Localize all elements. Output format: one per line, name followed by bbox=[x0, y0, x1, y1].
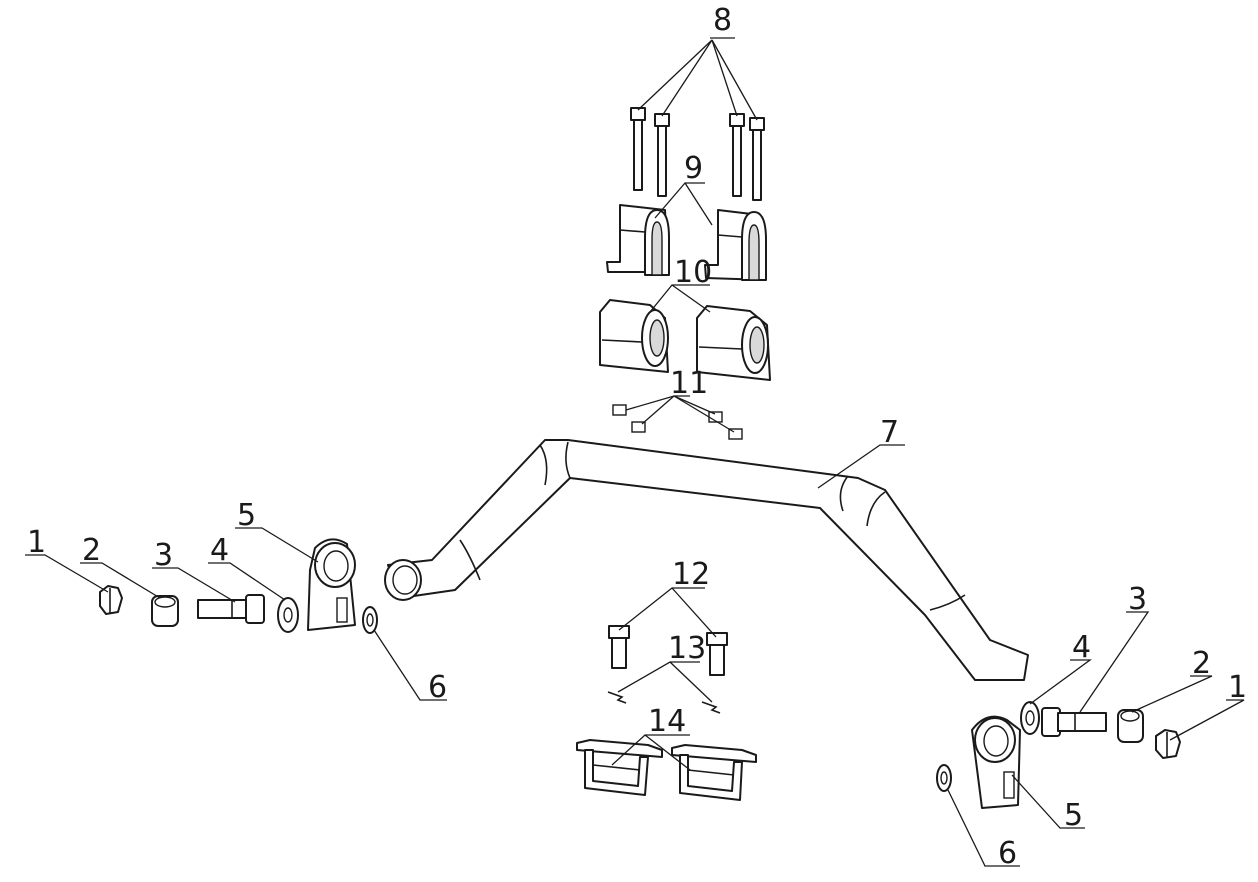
part-12-bolts bbox=[608, 625, 728, 676]
part-7-stabilizer-bar bbox=[384, 439, 1029, 681]
part-5-end-link-right bbox=[971, 715, 1021, 809]
callout-14: 14 bbox=[648, 704, 686, 739]
part-3-bolt-right bbox=[1041, 707, 1107, 737]
callout-2-right: 2 bbox=[1192, 646, 1211, 681]
leader-lines bbox=[25, 37, 1245, 867]
part-6-washer-left bbox=[362, 606, 378, 634]
long-bolt bbox=[729, 113, 745, 197]
callout-labels: 8 9 10 11 7 12 13 14 1 2 3 4 5 6 4 3 2 1… bbox=[27, 3, 1247, 871]
callout-7: 7 bbox=[880, 415, 899, 450]
part-10-bushing-right bbox=[696, 305, 771, 381]
callout-13: 13 bbox=[668, 631, 706, 666]
part-14-u-bracket-right bbox=[671, 744, 757, 801]
part-6-washer-right bbox=[936, 764, 952, 792]
part-13-clips bbox=[607, 691, 721, 714]
part-4-washer-left bbox=[277, 597, 299, 633]
callout-4-right: 4 bbox=[1072, 630, 1091, 665]
part-8-long-bolts bbox=[630, 107, 765, 201]
bolt bbox=[706, 632, 728, 676]
part-2-spacer-left bbox=[151, 595, 179, 627]
part-11-small-nuts bbox=[612, 404, 743, 440]
part-4-washer-right bbox=[1020, 701, 1040, 735]
part-5-end-link-left bbox=[307, 538, 356, 631]
part-10-bushing-left bbox=[599, 299, 669, 373]
callout-3-left: 3 bbox=[154, 538, 173, 573]
part-9-clamp-bracket-left bbox=[606, 204, 670, 276]
callout-11: 11 bbox=[670, 366, 708, 401]
part-2-spacer-right bbox=[1117, 709, 1144, 743]
part-3-bolt-left bbox=[197, 594, 265, 624]
callout-1-left: 1 bbox=[27, 525, 46, 560]
callout-4-left: 4 bbox=[210, 533, 229, 568]
bolt bbox=[608, 625, 630, 669]
callout-10: 10 bbox=[674, 255, 712, 290]
long-bolt bbox=[654, 113, 670, 197]
callout-2-left: 2 bbox=[82, 533, 101, 568]
part-1-nut-right bbox=[1155, 729, 1181, 759]
long-bolt bbox=[630, 107, 646, 191]
part-9-clamp-bracket-right bbox=[704, 209, 767, 281]
part-1-nut-left bbox=[99, 585, 123, 615]
callout-5-right: 5 bbox=[1064, 798, 1083, 833]
long-bolt bbox=[749, 117, 765, 201]
part-14-u-bracket-left bbox=[576, 739, 663, 796]
callout-8: 8 bbox=[713, 3, 732, 38]
callout-1-right: 1 bbox=[1228, 670, 1247, 705]
callout-6-left: 6 bbox=[428, 670, 447, 705]
callout-12: 12 bbox=[672, 557, 710, 592]
callout-9: 9 bbox=[684, 151, 703, 186]
callout-5-left: 5 bbox=[237, 498, 256, 533]
callout-3-right: 3 bbox=[1128, 582, 1147, 617]
callout-6-right: 6 bbox=[998, 836, 1017, 871]
